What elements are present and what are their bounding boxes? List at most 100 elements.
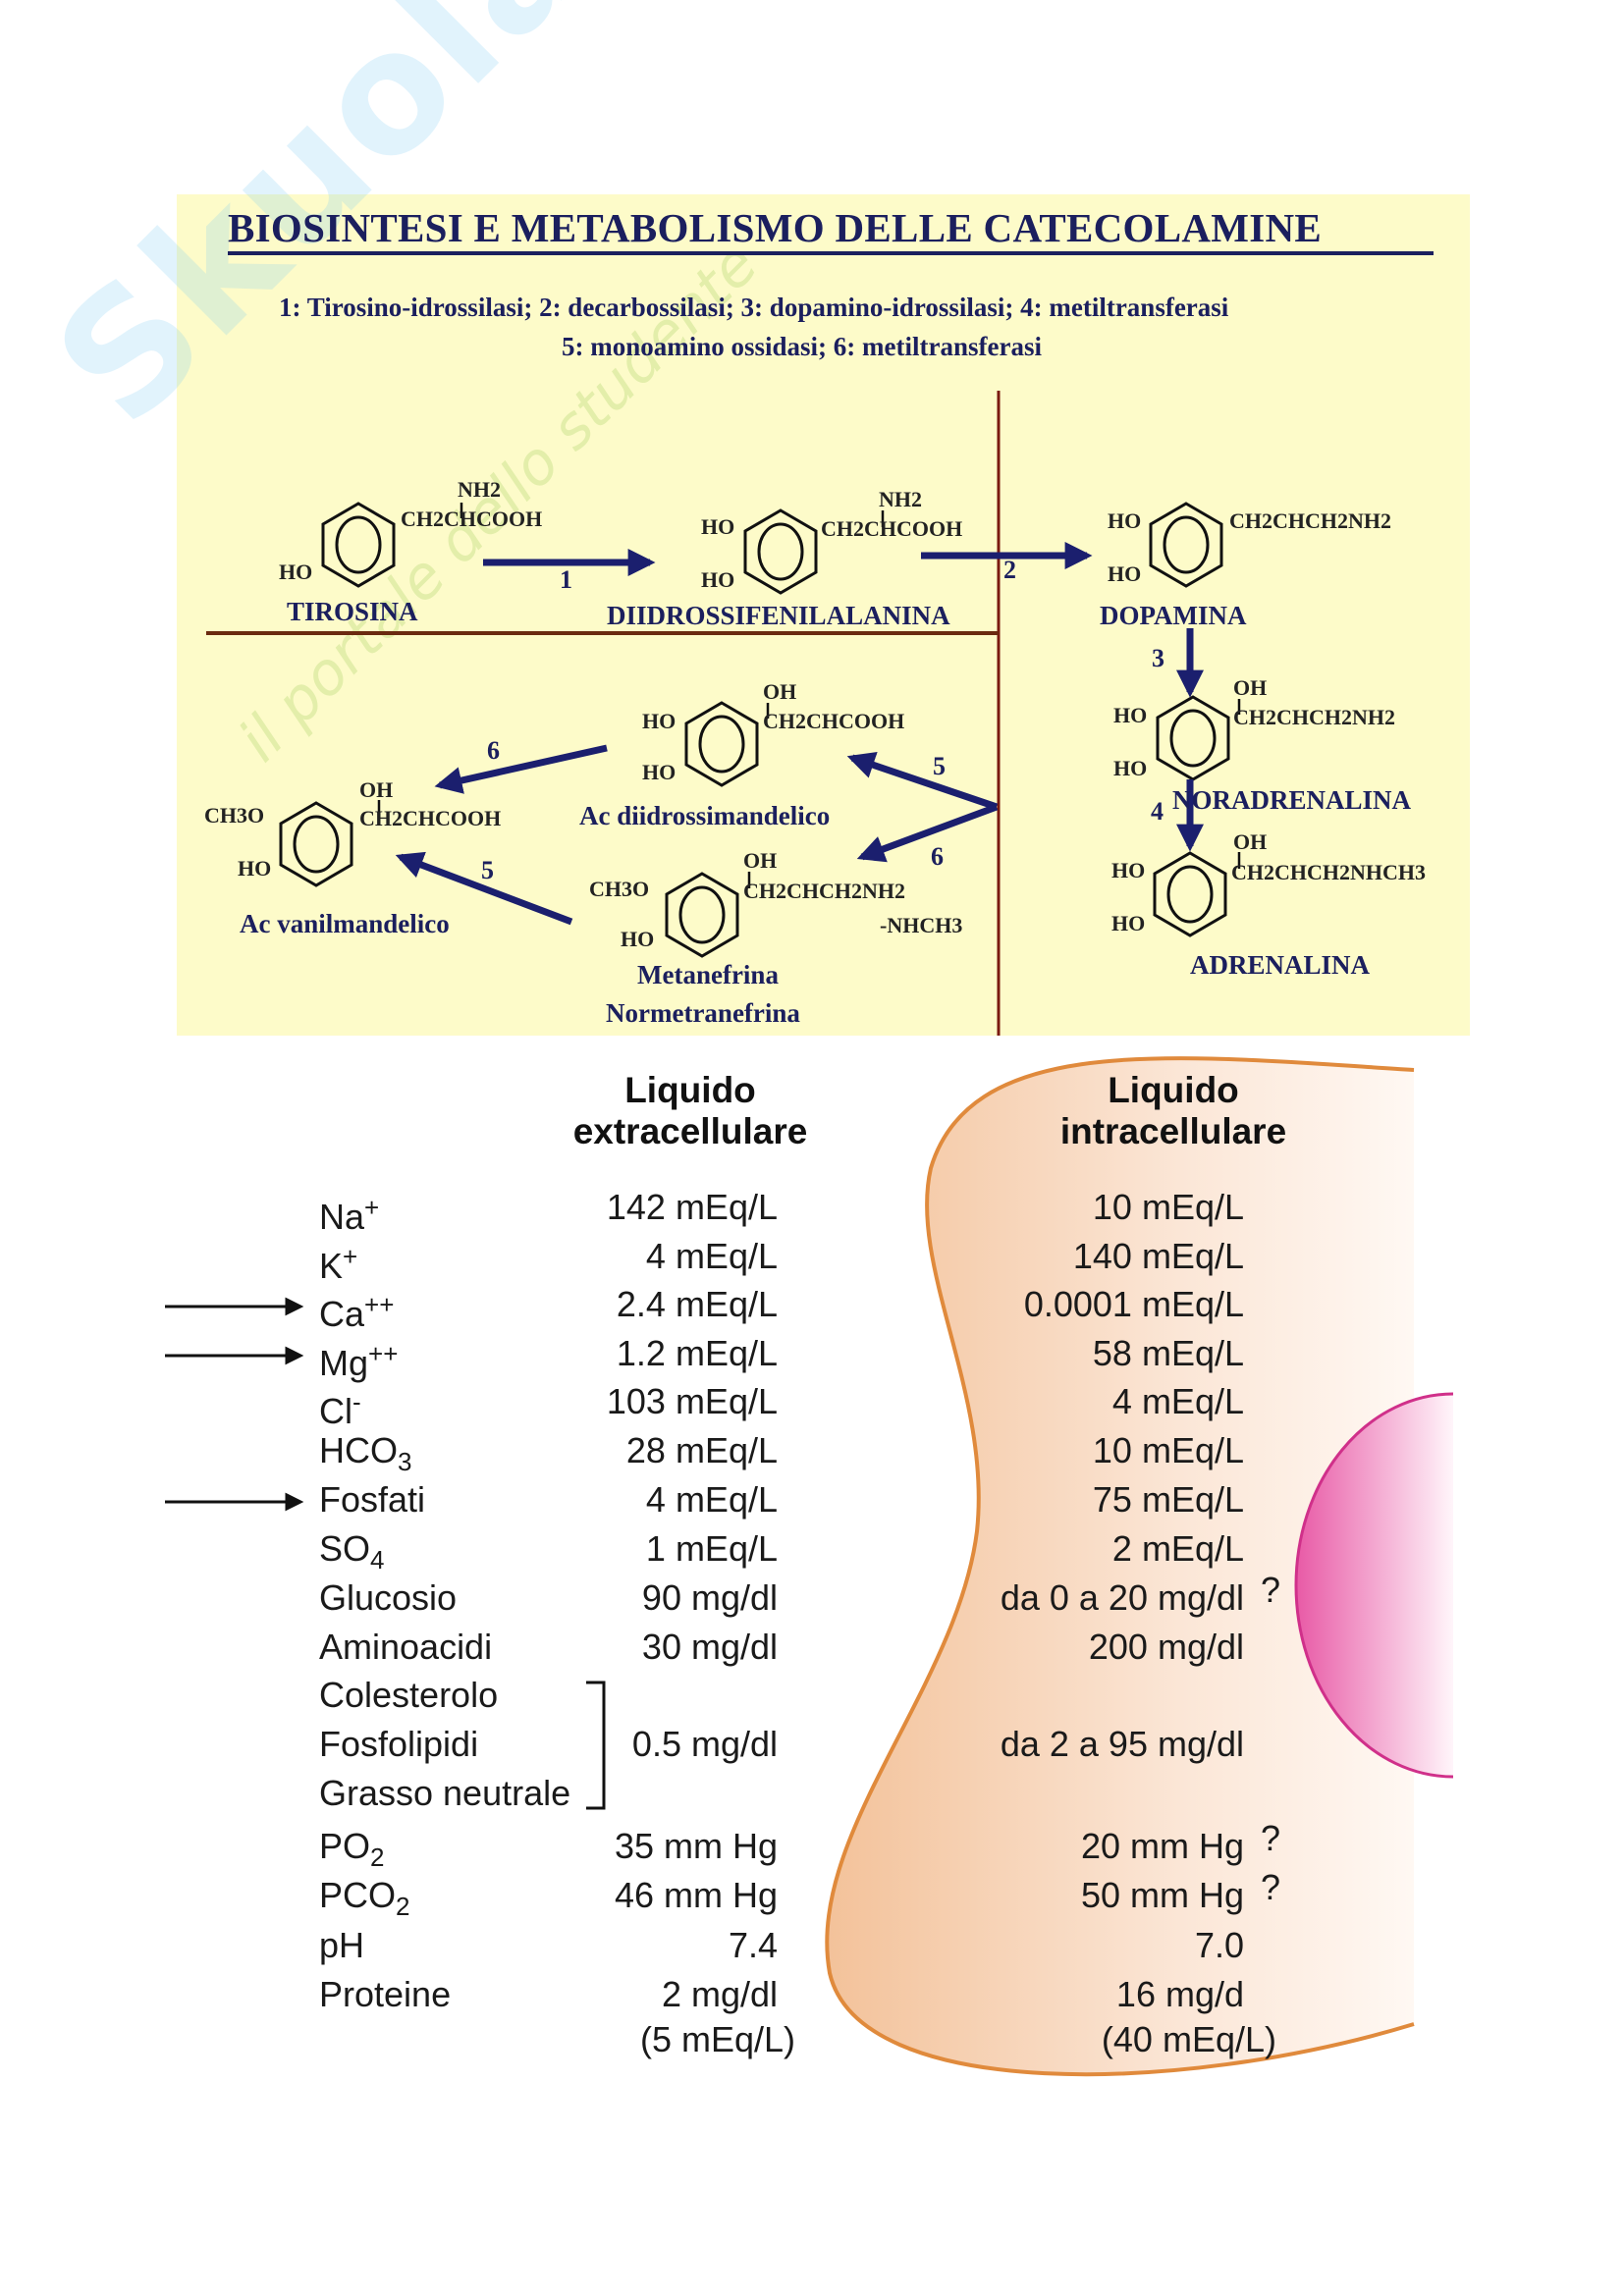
tirosina-ho: HO	[279, 560, 313, 584]
extracellular-value: 46 mm Hg	[614, 1875, 778, 1915]
row-label-text: Mg	[319, 1343, 369, 1383]
extracellular-value: 4 mEq/L	[645, 1236, 778, 1276]
protein-intra-meq: (40 mEq/L)	[1101, 2019, 1276, 2059]
row-label-text: Fosfati	[319, 1479, 426, 1520]
benzene-ring-adrenalina	[1153, 851, 1227, 937]
row-label: Ca++	[319, 1285, 394, 1334]
step-1-label: 1	[560, 565, 572, 594]
adrenalina-chain: CH2CHCH2NHCH3	[1231, 860, 1426, 884]
row-label: Colesterolo	[319, 1676, 498, 1715]
diidrossimandelico-ho2: HO	[642, 760, 677, 784]
step-6a-label: 6	[931, 842, 944, 871]
adrenalina-ho2: HO	[1111, 911, 1146, 935]
tirosina-nh2: NH2	[458, 477, 501, 502]
extracellular-value: 28 mEq/L	[625, 1430, 778, 1470]
row-label-sup: +	[343, 1242, 358, 1271]
row-label: PO2	[319, 1827, 384, 1877]
row-label: HCO3	[319, 1431, 411, 1481]
intracellular-value: 50 mm Hg	[1080, 1875, 1244, 1915]
vanilmandelico-label: Ac vanilmandelico	[240, 909, 450, 938]
row-label-sup: -	[352, 1387, 361, 1416]
diidrossimandelico-chain: CH2CHCOOH	[763, 709, 905, 733]
step-6b-label: 6	[487, 736, 500, 765]
nucleus-shape	[1296, 1394, 1453, 1777]
extracellular-value: 2.4 mEq/L	[616, 1284, 778, 1324]
diidrossimandelico-oh: OH	[763, 679, 797, 704]
benzene-ring-dopamina	[1149, 502, 1223, 588]
intracellular-value: 140 mEq/L	[1072, 1236, 1244, 1276]
row-label: Grasso neutrale	[319, 1774, 570, 1813]
intracellular-value: 2 mEq/L	[1111, 1528, 1244, 1569]
row-label-text: Glucosio	[319, 1577, 458, 1618]
intracellular-value: 16 mg/d	[1115, 1974, 1244, 2014]
lipid-bracket	[586, 1681, 606, 1810]
row-label-sup: +	[364, 1193, 380, 1222]
extracellular-value: 30 mg/dl	[641, 1627, 778, 1667]
header-extracellular-line1: Liquido	[624, 1070, 756, 1110]
vanilmandelico-chain: CH2CHCOOH	[359, 806, 502, 830]
dopa-chain: CH2CHCOOH	[821, 516, 963, 541]
metanefrina-label: Metanefrina	[637, 960, 779, 989]
arrow-step-5b	[395, 851, 573, 926]
extracellular-value: 1 mEq/L	[645, 1528, 778, 1569]
metanefrina-ho: HO	[621, 927, 655, 951]
enzyme-legend-line2: 5: monoamino ossidasi; 6: metiltransfera…	[562, 332, 1042, 361]
dopamina-label: DOPAMINA	[1100, 601, 1247, 630]
tirosina-label: TIROSINA	[287, 597, 418, 626]
noradrenalina-oh: OH	[1233, 675, 1268, 700]
arrow-step-5a	[846, 751, 999, 811]
row-label: Aminoacidi	[319, 1628, 492, 1667]
extracellular-value: 0.5 mg/dl	[631, 1724, 778, 1764]
highlight-arrow-icon	[165, 1492, 304, 1512]
dopa-nh2: NH2	[879, 487, 922, 511]
benzene-ring-vanilmandelico	[279, 801, 353, 887]
row-label-text: Grasso neutrale	[319, 1773, 571, 1813]
diagram-panel	[177, 194, 1470, 1036]
extracellular-value: 90 mg/dl	[641, 1577, 778, 1618]
row-label-sub: 4	[370, 1545, 385, 1575]
tirosina-chain: CH2CHCOOH	[401, 507, 543, 531]
header-extracellular: Liquido extracellulare	[543, 1070, 838, 1152]
intracellular-value: da 0 a 20 mg/dl	[1000, 1577, 1244, 1618]
intracellular-value: 7.0	[1194, 1925, 1244, 1965]
step-5a-label: 5	[933, 752, 946, 780]
intracellular-value: 20 mm Hg	[1080, 1826, 1244, 1866]
dopa-label: DIIDROSSIFENILALANINA	[607, 601, 950, 630]
header-intracellular-line2: intracellulare	[1059, 1111, 1287, 1151]
row-label-text: pH	[319, 1925, 365, 1965]
dopa-ho1: HO	[701, 514, 735, 539]
diidrossimandelico-ho1: HO	[642, 709, 677, 733]
row-label-sub: 2	[396, 1892, 410, 1922]
row-label-text: SO	[319, 1528, 371, 1569]
benzene-ring-noradrenalina	[1156, 695, 1230, 781]
intracellular-value: 4 mEq/L	[1111, 1381, 1244, 1421]
extracellular-value: 142 mEq/L	[606, 1187, 778, 1227]
highlight-arrow-icon	[165, 1346, 304, 1365]
row-label: pH	[319, 1926, 364, 1965]
dopamina-chain: CH2CHCH2NH2	[1229, 508, 1391, 533]
adrenalina-ho1: HO	[1111, 858, 1146, 882]
row-label: K+	[319, 1237, 357, 1286]
extracellular-value: 1.2 mEq/L	[616, 1333, 778, 1373]
uncertain-marker: ?	[1261, 1818, 1281, 1858]
benzene-ring-diidrossimandelico	[684, 701, 759, 787]
row-label-sub: 3	[398, 1447, 412, 1477]
dopa-ho2: HO	[701, 567, 735, 592]
cell-shape	[825, 1056, 1415, 2077]
step-2-label: 2	[1003, 556, 1016, 584]
page-title: BIOSINTESI E METABOLISMO DELLE CATECOLAM…	[228, 205, 1323, 250]
normetanefrina-label: Normetranefrina	[606, 998, 800, 1028]
row-label: Cl-	[319, 1382, 361, 1431]
noradrenalina-label: NORADRENALINA	[1172, 785, 1412, 815]
dopamina-ho2: HO	[1108, 561, 1142, 586]
benzene-ring-tirosina	[321, 502, 396, 588]
intracellular-value: 58 mEq/L	[1092, 1333, 1244, 1373]
row-label-text: Na	[319, 1197, 365, 1237]
intracellular-value: 75 mEq/L	[1092, 1479, 1244, 1520]
adrenalina-label: ADRENALINA	[1190, 950, 1371, 980]
vanilmandelico-ho: HO	[238, 856, 272, 881]
row-label-text: Fosfolipidi	[319, 1724, 479, 1764]
benzene-ring-metanefrina	[665, 872, 739, 958]
benzene-ring-dopa	[743, 508, 818, 595]
